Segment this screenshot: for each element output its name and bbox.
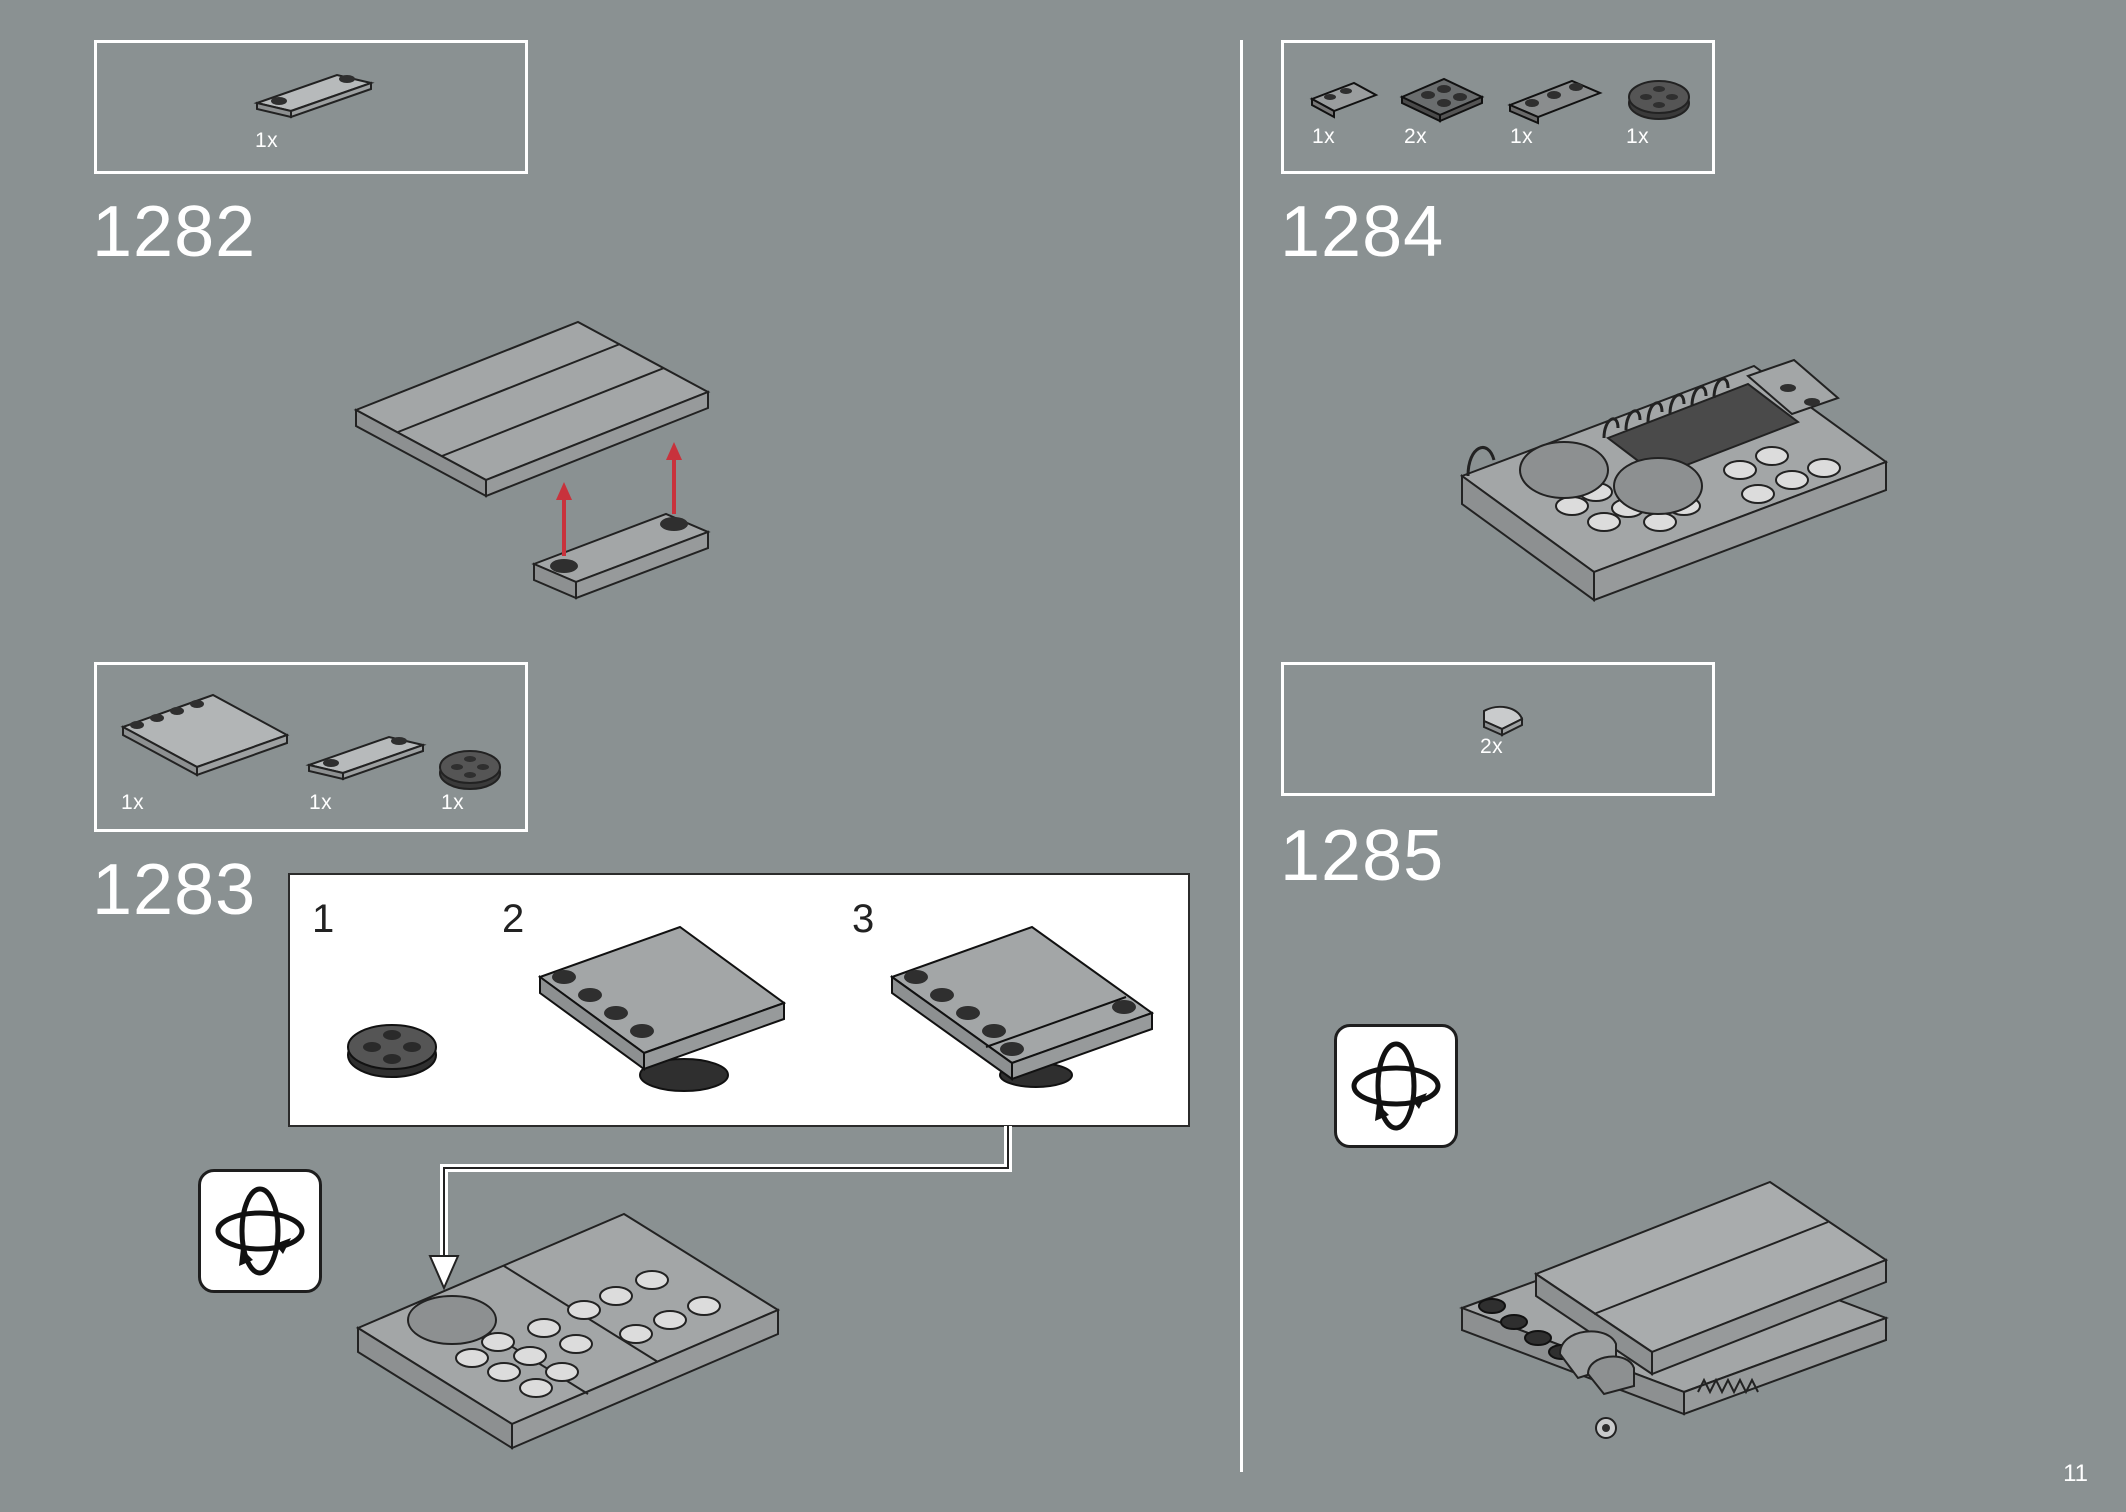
sub-assembly-panel: 1 2 3 xyxy=(288,873,1190,1127)
column-divider xyxy=(1240,40,1243,1472)
step-1284-illustration xyxy=(1459,358,1889,602)
part-quantity: 1x xyxy=(1312,125,1336,148)
round-tile-quarter-icon xyxy=(1483,705,1524,737)
tile-4x4-icon xyxy=(120,693,290,777)
plate-2x2-icon xyxy=(1399,77,1485,123)
substep-number: 3 xyxy=(852,897,875,941)
part-quantity: 1x xyxy=(1626,125,1650,148)
parts-callout-1282: 1x xyxy=(94,40,528,174)
part-quantity: 1x xyxy=(255,129,279,152)
part-quantity: 1x xyxy=(121,791,145,814)
part-quantity: 1x xyxy=(441,791,465,814)
round-plate-icon xyxy=(439,750,501,790)
parts-callout-1283: 1x 1x 1x xyxy=(94,662,528,832)
clip-plate-icon xyxy=(1309,81,1379,119)
part-quantity: 2x xyxy=(1480,735,1504,758)
plate-1x4-icon xyxy=(253,73,375,119)
part-quantity: 1x xyxy=(309,791,333,814)
step-1283-illustration xyxy=(355,1212,781,1450)
part-quantity: 2x xyxy=(1404,125,1428,148)
rotate-model-icon xyxy=(198,1169,322,1293)
parts-callout-1285: 2x xyxy=(1281,662,1715,796)
step-1282-illustration xyxy=(353,320,711,600)
substep-3-tile-with-plate xyxy=(889,925,1155,1088)
substep-number: 2 xyxy=(502,897,525,941)
callout-arrow xyxy=(428,1126,1012,1291)
step-number: 1285 xyxy=(1280,816,1445,896)
parts-callout-1284: 1x 2x 1x 1x xyxy=(1281,40,1715,174)
step-number: 1282 xyxy=(92,192,257,272)
part-quantity: 1x xyxy=(1510,125,1534,148)
step-number: 1284 xyxy=(1280,192,1445,272)
round-plate-icon xyxy=(1628,80,1690,120)
step-number: 1283 xyxy=(92,850,257,930)
page-number: 11 xyxy=(2063,1460,2088,1487)
step-1285-illustration xyxy=(1459,1180,1889,1439)
plate-1x3-icon xyxy=(1507,79,1603,125)
substep-1-round-plate xyxy=(347,1024,437,1078)
substep-number: 1 xyxy=(312,897,335,941)
substep-2-tile-on-round-plate xyxy=(537,925,787,1092)
rotate-model-icon xyxy=(1334,1024,1458,1148)
plate-1x4-icon xyxy=(305,735,427,781)
